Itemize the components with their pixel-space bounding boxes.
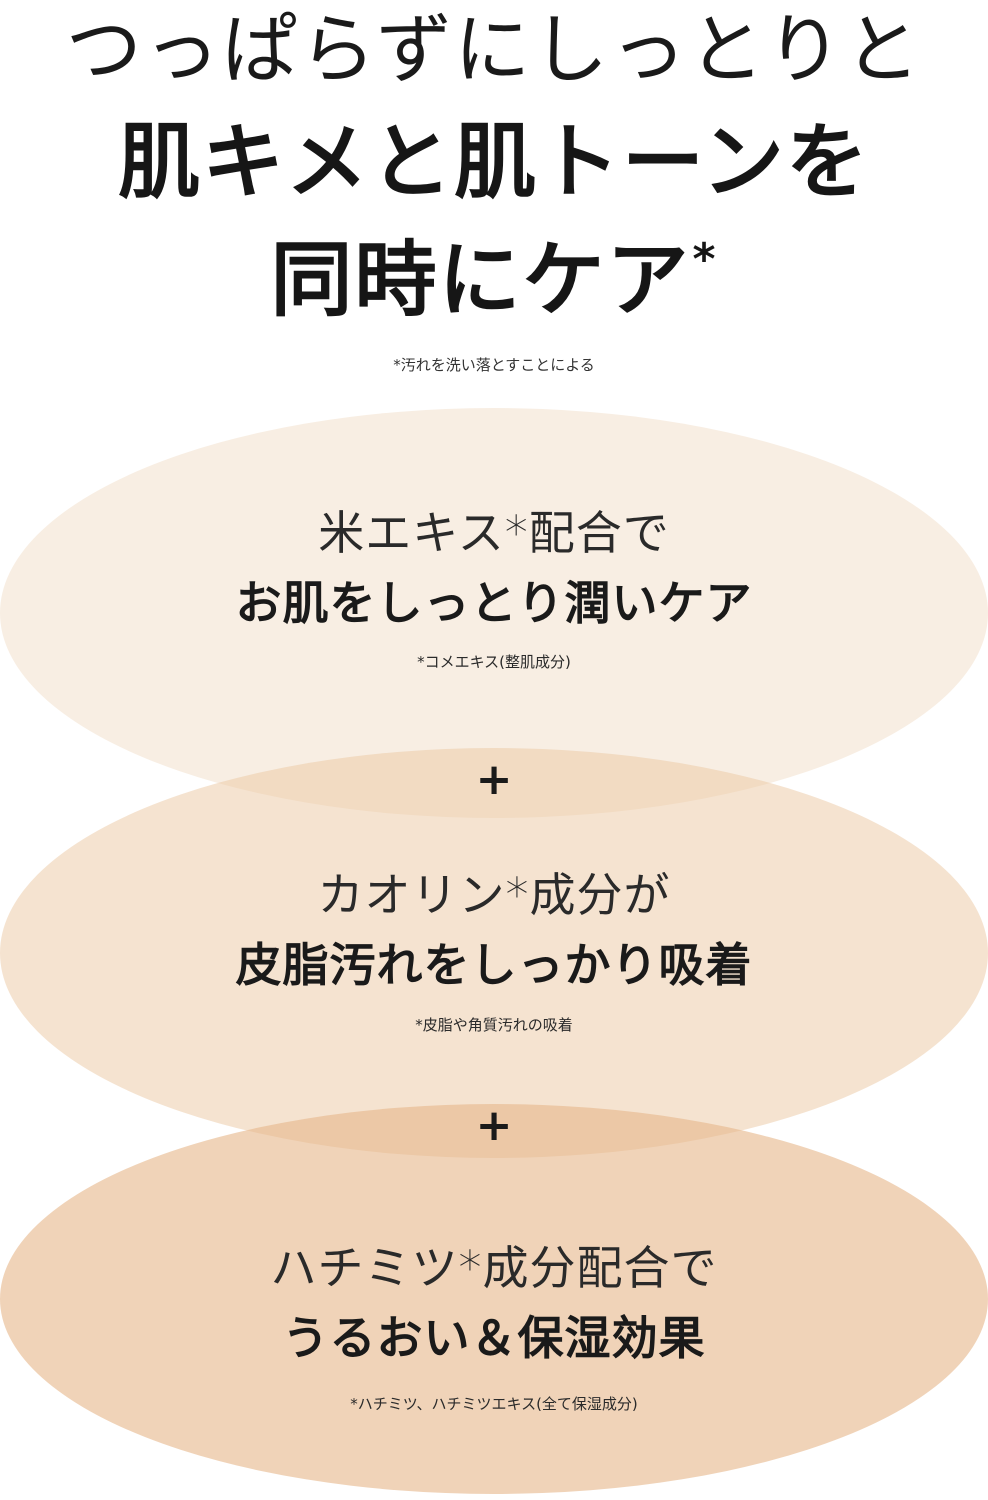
feature-3-lead: ハチミツ*成分配合で — [270, 1241, 718, 1295]
plus-separator-2: + — [475, 1100, 513, 1151]
headline-asterisk: * — [692, 234, 718, 285]
feature-1-lead: 米エキス*配合で — [318, 506, 670, 560]
feature-2-lead: カオリン*成分が — [317, 868, 671, 922]
plus-separator-1: + — [475, 754, 513, 805]
feature-1-note: *コメエキス(整肌成分) — [417, 653, 571, 671]
feature-ellipse-honey — [0, 1104, 988, 1494]
headline-line-3-text: 同時にケア — [270, 233, 691, 328]
headline-line-3: 同時にケア* — [0, 238, 988, 322]
headline-line-1: つっぱらずにしっとりと — [65, 5, 923, 94]
feature-3-note: *ハチミツ、ハチミツエキス(全て保湿成分) — [350, 1395, 638, 1413]
feature-2-note: *皮脂や角質汚れの吸着 — [415, 1016, 573, 1034]
feature-3-main: うるおい＆保湿効果 — [282, 1311, 706, 1365]
headline-footnote: *汚れを洗い落とすことによる — [393, 356, 595, 374]
feature-2-main: 皮脂汚れをしっかり吸着 — [235, 938, 753, 992]
headline-line-2: 肌キメと肌トーンを — [118, 115, 870, 210]
feature-1-main: お肌をしっとり潤いケア — [235, 576, 753, 630]
feature-ellipse-kaolin — [0, 748, 988, 1158]
